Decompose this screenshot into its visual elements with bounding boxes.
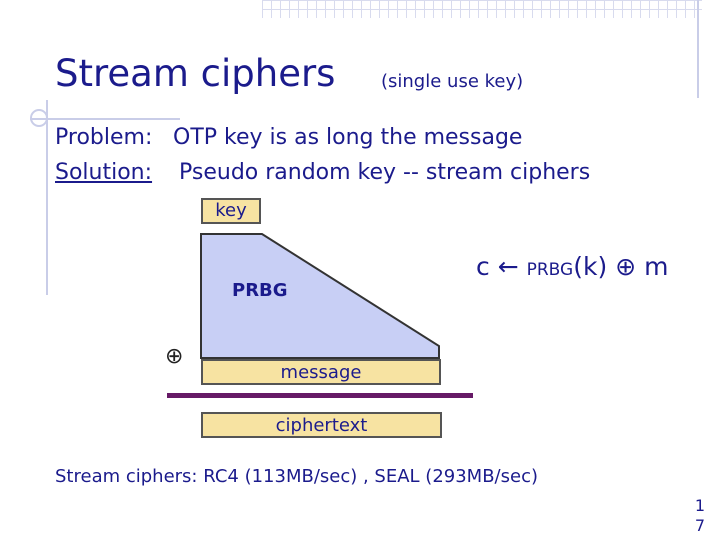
bottom-text: Stream ciphers: RC4 (113MB/sec) , SEAL (… — [55, 466, 538, 487]
decorative-line-right — [697, 0, 699, 98]
xor-icon: ⊕ — [165, 344, 184, 369]
formula-prbg: PRBG — [526, 260, 574, 280]
solution-text: Pseudo random key -- stream ciphers — [179, 160, 591, 185]
decorative-crosshair — [30, 109, 48, 127]
prbg-shape — [200, 233, 440, 359]
formula-xor-icon: ⊕ — [615, 252, 637, 281]
formula-arrow-icon: ← — [497, 252, 519, 281]
ciphertext-label: ciphertext — [275, 415, 368, 436]
formula-c: c — [476, 252, 490, 281]
decorative-grid — [262, 0, 702, 18]
message-label: message — [280, 362, 362, 383]
solution-label: Solution: — [55, 160, 153, 185]
prbg-label: PRBG — [232, 280, 288, 301]
decorative-line-left — [46, 100, 48, 295]
key-box: key — [201, 198, 261, 224]
solution-label-wrap: Solution: — [55, 160, 173, 185]
separator-bar — [167, 393, 473, 398]
formula-k: (k) — [573, 252, 608, 281]
problem-text: OTP key is as long the message — [173, 125, 523, 150]
problem-line: Problem: OTP key is as long the message — [55, 125, 522, 150]
formula: c ← PRBG(k) ⊕ m — [476, 252, 668, 281]
page-number: 1 7 — [694, 496, 706, 535]
key-label: key — [215, 200, 247, 221]
ciphertext-box: ciphertext — [201, 412, 442, 438]
slide-title: Stream ciphers — [55, 52, 336, 95]
decorative-line-horizontal — [30, 118, 180, 120]
slide-subtitle: (single use key) — [381, 71, 524, 92]
formula-m: m — [644, 252, 669, 281]
message-box: message — [201, 359, 441, 385]
problem-label: Problem: — [55, 125, 153, 150]
solution-line: Solution: Pseudo random key -- stream cip… — [55, 160, 590, 185]
